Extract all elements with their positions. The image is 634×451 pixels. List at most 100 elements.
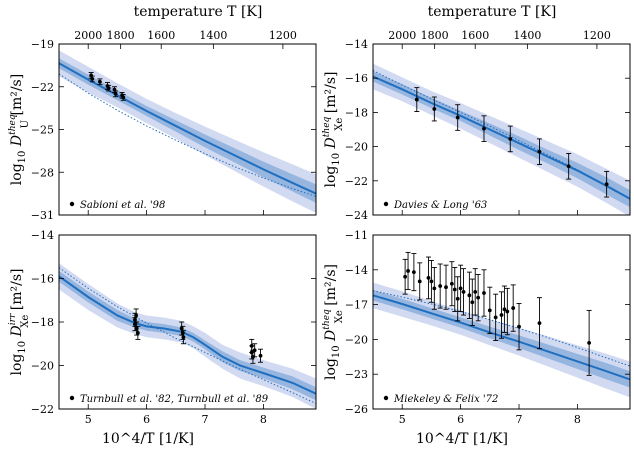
data-point [432,286,437,291]
y-axis-label-part: [m²/s] [9,74,25,120]
y-axis-label-part: U [20,120,31,128]
y-axis-label-part: [m²/s] [323,71,339,117]
y-tick-label: −28 [31,166,54,179]
y-tick-label: −22 [31,403,54,416]
x-tick-label: 5 [85,413,92,426]
y-axis-label-part: D [323,137,339,153]
data-point [426,276,431,280]
top-tick-label: 1400 [199,29,227,42]
data-point [505,309,510,314]
y-axis-label-part: Xe [20,315,31,328]
legend-marker [383,395,389,401]
model-line [59,275,316,395]
x-tick-label: 8 [260,413,267,426]
data-point [566,164,571,169]
data-point [517,324,521,329]
top-tick-label: 1400 [513,29,541,42]
data-point [133,322,137,327]
data-point [452,287,457,292]
y-axis-label-part: D [9,325,25,341]
data-point [406,269,410,273]
legend-label: Turnbull et al. '82, Turnbull et al. '89 [80,394,269,405]
plot-area [373,63,630,215]
y-axis-label-part: log [9,163,25,185]
legend-marker [69,201,75,207]
y-tick-label: −25 [31,124,54,137]
plot-area [59,50,316,213]
y-tick-label: −11 [345,229,368,242]
y-axis-label-part: [m²/s] [9,269,25,315]
plot-area [59,263,316,409]
bottom-x-label-left: 10^4/T [1/K] [102,431,194,447]
y-tick-label: −20 [345,333,368,346]
data-point [135,330,140,335]
data-point [508,137,513,141]
band-inner [59,58,316,203]
data-point [432,107,437,111]
plot-area [373,251,630,398]
y-tick-label: −22 [31,81,54,94]
data-point [470,300,475,305]
top-x-label-left: temperature T [K] [134,4,263,20]
data-point [487,308,492,313]
data-point [112,87,117,92]
y-tick-label: −18 [345,106,368,119]
y-axis-label-part: Xe [334,118,345,131]
y-axis-label-part: [m²/s] [323,264,339,310]
legend-label: Miekeley & Felix '72 [393,394,498,405]
x-tick-label: 8 [574,413,581,426]
data-point [121,95,126,100]
top-x-label-right: temperature T [K] [428,4,557,20]
x-tick-label: 5 [399,413,406,426]
legend-label: Davies & Long '63 [393,200,487,211]
data-point [403,274,408,279]
y-tick-label: −20 [31,360,54,373]
y-axis-label-part: theq [322,116,332,137]
data-point [537,149,542,154]
legend-marker [383,201,389,207]
data-point [473,289,478,294]
y-tick-label: −18 [31,316,54,329]
data-point [134,313,139,318]
data-point [252,348,257,353]
y-tick-label: −20 [345,141,368,154]
data-point [467,293,472,298]
y-axis-label-part: 10 [17,151,28,164]
y-tick-label: −16 [31,273,54,286]
y-axis-label-part: 10 [17,341,28,354]
data-point [411,270,416,275]
data-point [106,86,111,91]
y-tick-label: −16 [345,72,368,85]
top-tick-label: 1600 [461,29,489,42]
data-point [587,340,592,345]
y-tick-label: −14 [345,264,368,277]
reference-dotted-line [59,73,316,197]
y-tick-label: −24 [345,209,368,222]
axes-frame [372,43,631,216]
data-point [604,182,609,187]
data-point [455,115,460,120]
y-tick-label: −17 [345,299,368,312]
data-point [181,335,186,340]
data-point [502,307,507,312]
y-axis-label-part: D [9,135,25,151]
y-axis-label-part: log [323,166,339,188]
data-point [476,295,481,300]
data-point [458,286,463,291]
x-tick-label: 7 [202,413,209,426]
top-tick-label: 1800 [107,29,135,42]
data-point [97,79,102,84]
legend-label: Sabioni et al. '98 [80,200,165,211]
x-tick-label: 6 [143,413,150,426]
y-tick-label: −19 [31,38,54,51]
x-tick-label: 6 [457,413,464,426]
data-point [414,97,419,102]
data-point [455,296,460,301]
data-point [90,77,95,81]
y-tick-label: −14 [345,38,368,51]
